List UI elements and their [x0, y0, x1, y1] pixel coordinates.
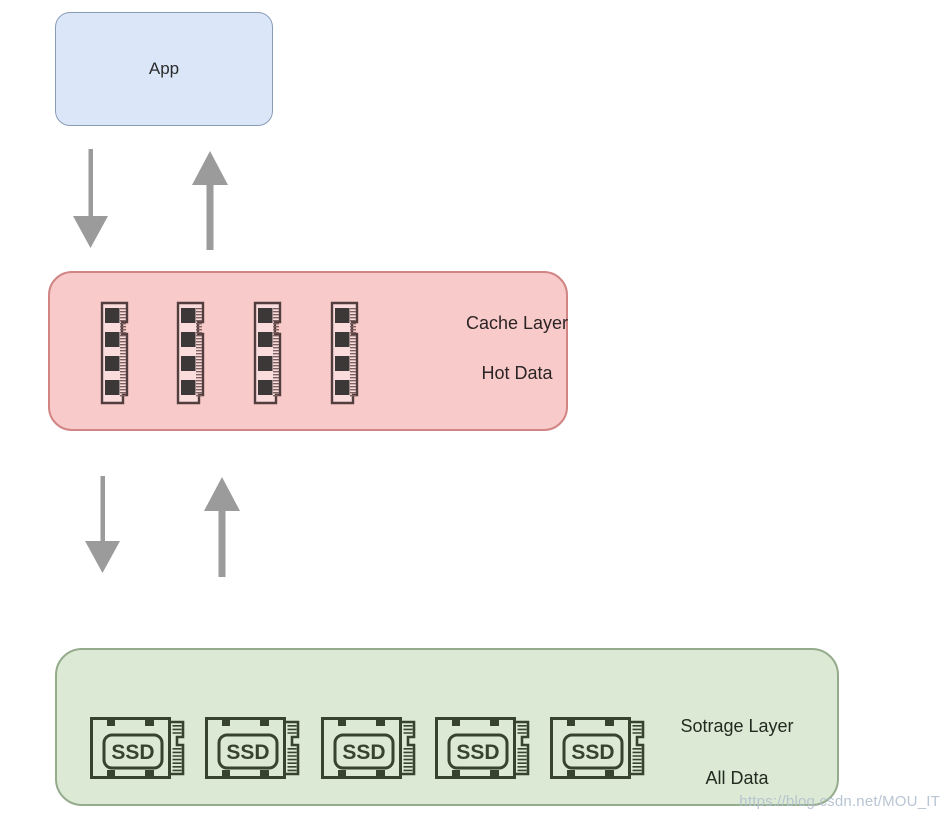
ram-icon: [100, 301, 129, 405]
app-node: App: [55, 12, 273, 126]
cache-layer-subtitle: Hot Data: [481, 363, 553, 383]
ram-icon: [253, 301, 282, 405]
watermark: https://blog.csdn.net/MOU_IT: [739, 793, 940, 810]
storage-layer-node: SSD SSD SSD: [55, 648, 839, 806]
down-arrow-icon: [73, 149, 108, 248]
up-arrow-icon: [204, 477, 240, 577]
up-arrow-icon: [192, 151, 228, 250]
ssd-label: SSD: [226, 741, 269, 764]
ram-icon: [176, 301, 205, 405]
ssd-icon: SSD: [205, 717, 300, 779]
ssd-label: SSD: [456, 741, 499, 764]
cache-layer-node: Cache Layer Hot Data: [48, 271, 568, 431]
ssd-label: SSD: [111, 741, 154, 764]
app-label: App: [148, 59, 180, 78]
down-arrow-icon: [85, 476, 120, 573]
ram-icon: [330, 301, 359, 405]
ssd-icon: SSD: [321, 717, 416, 779]
ssd-icon: SSD: [90, 717, 185, 779]
ssd-icon: SSD: [550, 717, 645, 779]
storage-layer-title: Sotrage Layer: [680, 716, 794, 736]
ssd-label: SSD: [571, 741, 614, 764]
cache-layer-title: Cache Layer: [465, 313, 569, 333]
ssd-icon: SSD: [435, 717, 530, 779]
storage-layer-subtitle: All Data: [705, 768, 769, 788]
ssd-label: SSD: [342, 741, 385, 764]
